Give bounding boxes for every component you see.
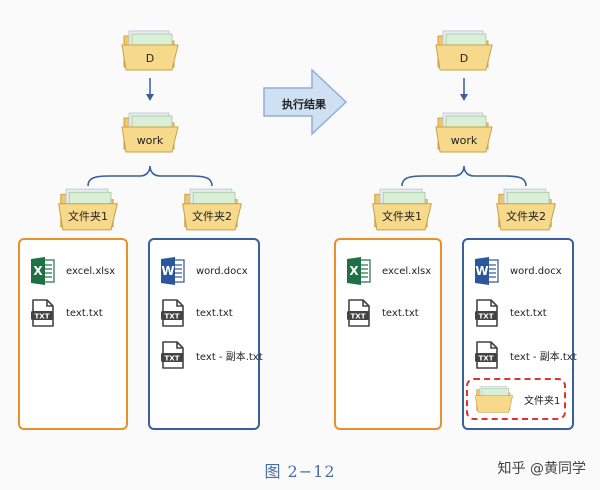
folder-label: work bbox=[136, 134, 164, 147]
file-name: 文件夹1 bbox=[524, 395, 561, 407]
folder-icon-b: 文件夹2 bbox=[494, 186, 558, 236]
folder-icon-work: work bbox=[434, 110, 494, 160]
folder-icon-a: 文件夹1 bbox=[370, 186, 434, 236]
file-item: word.docx bbox=[160, 256, 248, 286]
folder-icon-b: 文件夹2 bbox=[180, 186, 244, 236]
folder-icon-a: 文件夹1 bbox=[56, 186, 120, 236]
file-item: excel.xlsx bbox=[30, 256, 115, 286]
file-item: excel.xlsx bbox=[346, 256, 431, 286]
file-name: word.docx bbox=[196, 265, 248, 277]
folder-label: 文件夹1 bbox=[382, 210, 422, 223]
file-item: text.txt bbox=[346, 298, 419, 328]
folder-icon bbox=[474, 384, 514, 414]
folder-label: 文件夹2 bbox=[192, 210, 232, 223]
folder-icon-d: D bbox=[120, 28, 180, 78]
txt-icon bbox=[30, 298, 56, 328]
folder-label: 文件夹2 bbox=[506, 210, 546, 223]
txt-icon bbox=[160, 298, 186, 328]
file-name: text - 副本.txt bbox=[510, 351, 577, 363]
folder-label: work bbox=[450, 134, 478, 147]
file-name: excel.xlsx bbox=[382, 265, 432, 277]
folder-label: 文件夹1 bbox=[68, 210, 108, 223]
txt-icon bbox=[160, 340, 186, 370]
moved-folder-highlight: 文件夹1 bbox=[466, 378, 566, 420]
txt-icon bbox=[346, 298, 372, 328]
folder-icon-work: work bbox=[120, 110, 180, 160]
folder-icon-d: D bbox=[434, 28, 494, 78]
file-name: text - 副本.txt bbox=[196, 351, 263, 363]
excel-icon bbox=[346, 256, 372, 286]
file-item: 文件夹1 bbox=[474, 384, 560, 414]
folder-a-contents: excel.xlsx text.txt bbox=[18, 238, 128, 430]
watermark: 知乎 @黄同学 bbox=[497, 461, 586, 477]
file-item: text - 副本.txt bbox=[474, 340, 577, 370]
file-name: word.docx bbox=[510, 265, 562, 277]
file-name: excel.xlsx bbox=[66, 265, 116, 277]
word-icon bbox=[160, 256, 186, 286]
file-name: text.txt bbox=[382, 307, 419, 319]
file-item: text - 副本.txt bbox=[160, 340, 263, 370]
file-name: text.txt bbox=[196, 307, 233, 319]
folder-label: D bbox=[459, 52, 469, 65]
file-item: text.txt bbox=[474, 298, 547, 328]
txt-icon bbox=[474, 298, 500, 328]
file-item: word.docx bbox=[474, 256, 562, 286]
folder-b-contents: word.docx text.txt text - 副本.txt 文件夹1 bbox=[462, 238, 577, 430]
word-icon bbox=[474, 256, 500, 286]
file-name: text.txt bbox=[66, 307, 103, 319]
txt-icon bbox=[474, 340, 500, 370]
file-name: text.txt bbox=[510, 307, 547, 319]
folder-a-contents: excel.xlsx text.txt bbox=[334, 238, 442, 430]
file-item: text.txt bbox=[160, 298, 233, 328]
file-item: text.txt bbox=[30, 298, 103, 328]
folder-b-contents: word.docx text.txt text - 副本.txt bbox=[148, 238, 263, 430]
excel-icon bbox=[30, 256, 56, 286]
figure-caption: 图 2−12 bbox=[264, 462, 336, 481]
arrow-label: 执行结果 bbox=[282, 98, 326, 111]
folder-label: D bbox=[145, 52, 155, 65]
